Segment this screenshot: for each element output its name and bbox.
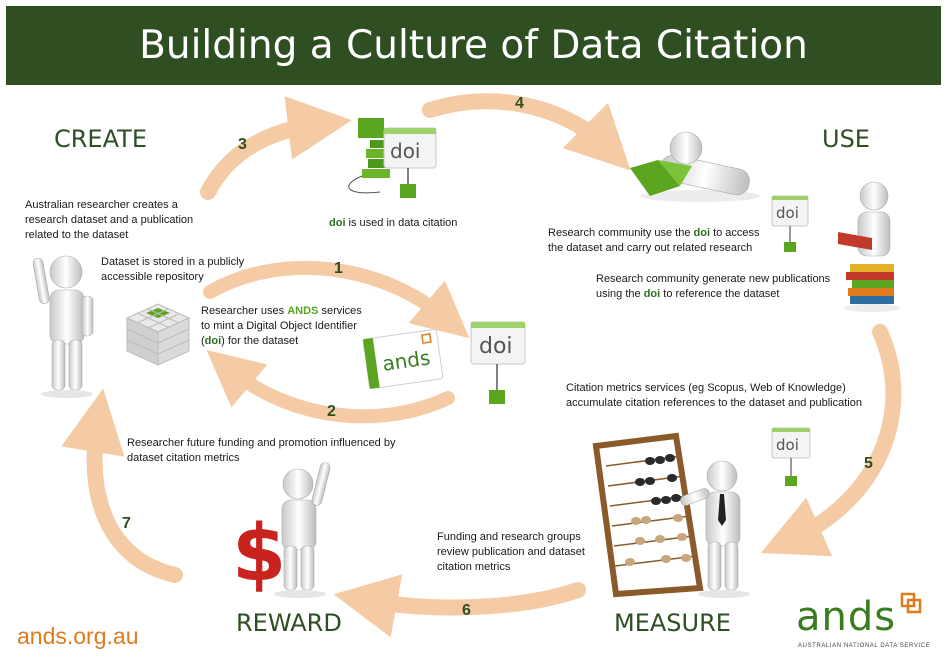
reading-figure-icon bbox=[630, 131, 760, 202]
caption-text: services to mint a Digital Object Identi… bbox=[201, 305, 362, 347]
header-banner: Building a Culture of Data Citation bbox=[6, 6, 941, 85]
stage-measure: MEASURE bbox=[614, 609, 731, 637]
doi-sign-top-icon bbox=[348, 118, 437, 198]
step-number-4: 4 bbox=[515, 95, 524, 112]
arrow-2 bbox=[206, 350, 455, 424]
doi-sign-use-icon bbox=[771, 195, 809, 252]
abacus-icon bbox=[592, 432, 704, 598]
caption-metrics-services: Citation metrics services (eg Scopus, We… bbox=[566, 382, 862, 409]
caption-community-use: Research community use the doi to access… bbox=[548, 226, 768, 256]
caption-text: ) for the dataset bbox=[221, 335, 299, 347]
caption-text: to access the dataset and carry out rela… bbox=[548, 227, 760, 254]
doi-tag-top: doi bbox=[390, 139, 421, 163]
page-title: Building a Culture of Data Citation bbox=[139, 23, 808, 68]
ands-logo-subtitle: AUSTRALIAN NATIONAL DATA SERVICE bbox=[798, 643, 931, 649]
doi-sign-metrics-icon bbox=[771, 427, 811, 486]
arrow-7 bbox=[61, 388, 183, 583]
doi-highlight: doi bbox=[204, 335, 222, 347]
doi-highlight: doi bbox=[643, 288, 661, 300]
arrow-6 bbox=[333, 574, 586, 638]
step-number-7: 7 bbox=[122, 515, 131, 532]
svg-text:$: $ bbox=[232, 509, 286, 599]
stage-create: CREATE bbox=[54, 125, 147, 153]
measuring-figure-icon bbox=[680, 460, 750, 598]
ands-logo: ands AUSTRALIAN NATIONAL DATA SERVICE bbox=[796, 592, 930, 654]
arrow-4 bbox=[422, 93, 631, 171]
doi-highlight: doi bbox=[693, 227, 711, 239]
stage-use: USE bbox=[822, 125, 870, 153]
doi-tag-use: doi bbox=[776, 204, 799, 222]
step-number-1: 1 bbox=[334, 260, 343, 277]
doi-tag-center: doi bbox=[479, 334, 513, 359]
arrow-5 bbox=[760, 324, 902, 557]
arrow-1 bbox=[203, 260, 470, 339]
caption-doi-used: doi is used in data citation bbox=[329, 216, 489, 231]
stage-reward: REWARD bbox=[236, 609, 342, 637]
caption-ands-services: Researcher uses ANDS services to mint a … bbox=[201, 304, 371, 349]
caption-text: to reference the dataset bbox=[660, 288, 780, 300]
step-number-3: 3 bbox=[238, 136, 247, 153]
caption-text: Researcher uses bbox=[201, 305, 288, 317]
step-number-2: 2 bbox=[327, 403, 336, 420]
ands-logo-squares-icon bbox=[900, 592, 922, 614]
caption-future-funding: Researcher future funding and promotion … bbox=[127, 437, 396, 464]
caption-funding-groups: Funding and research groups review publi… bbox=[437, 531, 585, 573]
website-link[interactable]: ands.org.au bbox=[17, 623, 139, 649]
arrow-3 bbox=[200, 96, 352, 200]
caption-dataset-stored: Dataset is stored in a publicly accessib… bbox=[101, 256, 245, 283]
figure-on-books-icon bbox=[838, 181, 900, 312]
researcher-figure-icon bbox=[32, 255, 94, 398]
ands-logo-word: ands bbox=[796, 594, 897, 640]
doi-sign-center-icon bbox=[470, 321, 526, 404]
caption-text: Research community generate new publicat… bbox=[596, 273, 831, 300]
dataset-cube-icon bbox=[125, 303, 191, 366]
caption-community-generate: Research community generate new publicat… bbox=[596, 272, 836, 302]
caption-researcher-creates: Australian researcher creates a research… bbox=[25, 199, 194, 241]
doi-highlight: doi bbox=[329, 217, 346, 229]
doi-tag-metrics: doi bbox=[776, 436, 799, 454]
caption-text: is used in data citation bbox=[345, 217, 458, 229]
step-number-5: 5 bbox=[864, 455, 873, 472]
ands-highlight: ANDS bbox=[287, 305, 319, 317]
caption-text: Research community use the bbox=[548, 227, 694, 239]
dollar-sign-icon: $ bbox=[232, 509, 286, 599]
rewarded-figure-icon bbox=[274, 462, 331, 598]
step-number-6: 6 bbox=[462, 602, 471, 619]
ands-card-icon: ands bbox=[362, 328, 444, 390]
